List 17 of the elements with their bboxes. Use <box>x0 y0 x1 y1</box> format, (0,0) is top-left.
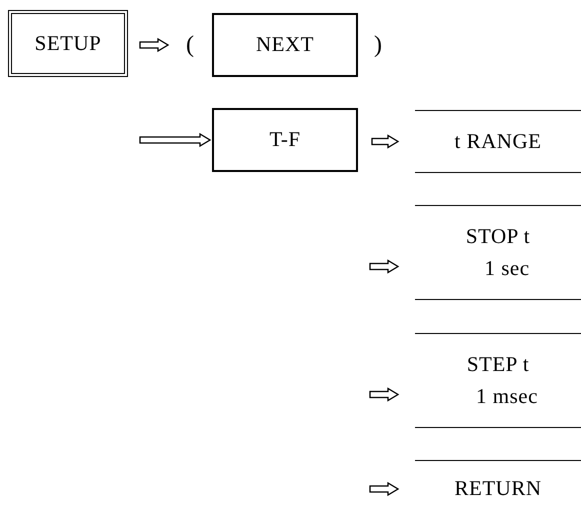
key-label: t RANGE <box>454 128 542 155</box>
parenthesis: ( <box>186 33 194 57</box>
hollow-arrow <box>369 259 400 274</box>
hollow-arrow <box>371 134 400 149</box>
key-label: STEP t <box>466 351 530 378</box>
hollow-arrow <box>139 38 170 52</box>
key-value: 1 sec <box>484 254 530 282</box>
key-label: STOP t <box>466 223 530 250</box>
hollow-arrow <box>369 387 400 402</box>
hollow-arrow <box>139 132 212 148</box>
key-label: RETURN <box>454 475 542 502</box>
parenthesis: ) <box>374 33 382 57</box>
hollow-arrow <box>369 482 400 496</box>
key-label: SETUP <box>34 30 102 57</box>
key-label: NEXT <box>256 31 314 58</box>
key-label: T-F <box>269 126 301 154</box>
key-value: 1 msec <box>476 382 538 410</box>
